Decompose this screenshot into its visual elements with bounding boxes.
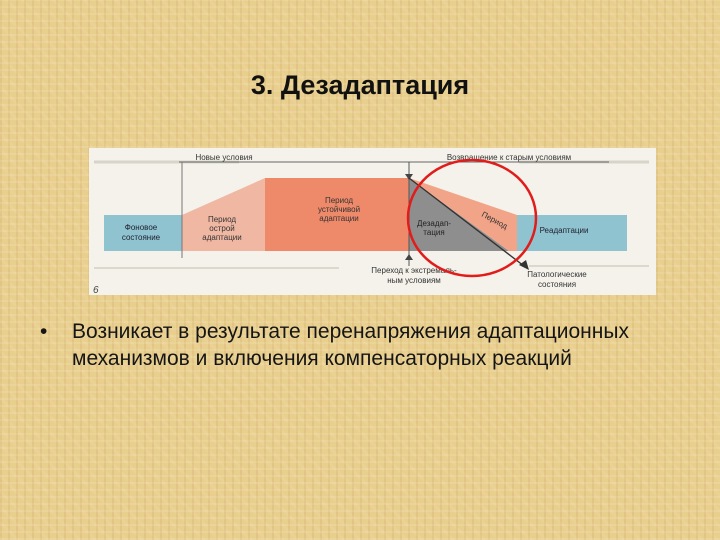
label-stable-3: адаптации <box>319 214 358 223</box>
label-background-1: Фоновое <box>125 223 158 232</box>
label-acute-3: адаптации <box>202 233 241 242</box>
highlight-circle <box>406 158 538 278</box>
label-background-2: состояние <box>122 233 161 242</box>
background-band-left <box>104 215 182 251</box>
figure-number: 6 <box>93 285 99 295</box>
label-return-old: Возвращение к старым условиям <box>447 153 571 162</box>
bullet-list: • Возникает в результате перенапряжения … <box>40 318 680 372</box>
label-acute-1: Период <box>208 215 236 224</box>
label-extreme-2: ным условиям <box>387 276 441 285</box>
adaptation-diagram: Новые условия Возвращение к старым услов… <box>89 148 656 295</box>
bullet-text: Возникает в результате перенапряжения ад… <box>72 320 629 370</box>
diagram-svg: Новые условия Возвращение к старым услов… <box>89 148 656 295</box>
slide-title: 3. Дезадаптация <box>250 70 470 100</box>
label-stable-1: Период <box>325 196 353 205</box>
label-patho-1: Патологические <box>527 270 587 279</box>
pathology-arrow-head <box>519 260 529 270</box>
stable-adaptation-area <box>265 178 409 251</box>
label-acute-2: острой <box>209 224 234 233</box>
label-dezad-2: тация <box>423 228 444 237</box>
label-stable-2: устойчивой <box>318 205 360 214</box>
label-readapt: Реадаптации <box>540 226 589 235</box>
label-new-conditions: Новые условия <box>195 153 252 162</box>
arrow-head <box>405 254 413 260</box>
label-patho-2: состояния <box>538 280 576 289</box>
readaptation-period-area <box>409 178 517 251</box>
label-dezad-1: Дезадап- <box>417 219 451 228</box>
arrow-head <box>405 174 413 180</box>
label-extreme-1: Переход к экстремаль- <box>371 266 457 275</box>
acute-adaptation-area <box>182 178 265 251</box>
bullet-marker: • <box>40 320 48 343</box>
pathology-arrow <box>408 177 525 267</box>
